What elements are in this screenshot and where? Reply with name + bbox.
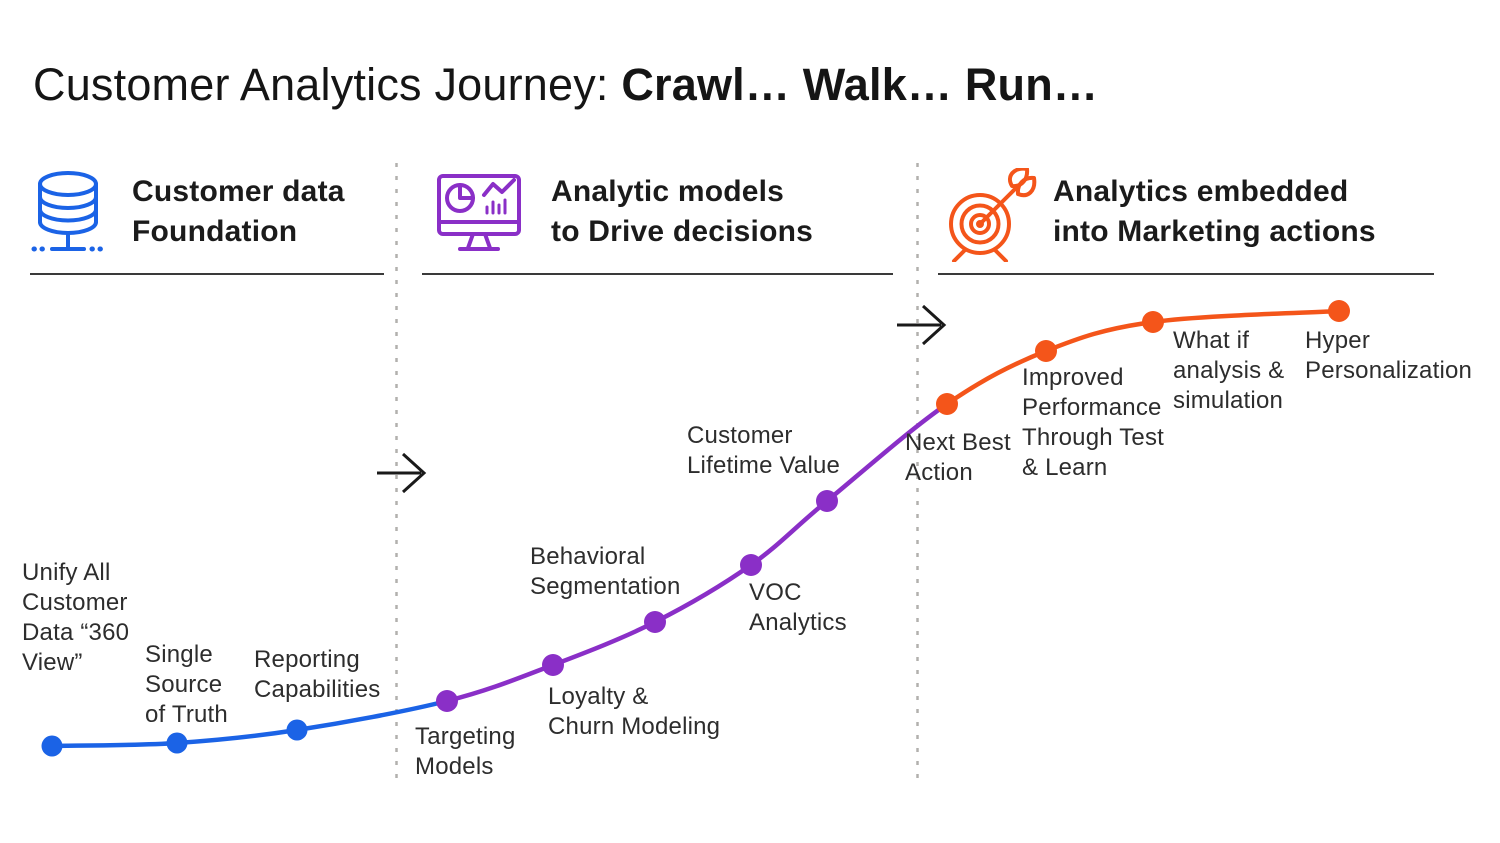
milestone-label: Unify All Customer Data “360 View” <box>22 559 130 676</box>
milestone-dot <box>436 690 458 712</box>
milestone-dot <box>166 732 188 754</box>
phase-header-crawl: Customer data Foundation <box>30 170 390 260</box>
milestone-label: Targeting Models <box>415 723 516 780</box>
milestone-dot <box>41 735 63 757</box>
milestone-dot <box>816 490 838 512</box>
milestone-label: Loyalty & Churn Modeling <box>548 683 721 740</box>
milestone-label: Single Source of Truth <box>145 641 228 728</box>
phase-underline <box>422 273 893 275</box>
journey-curve-crawl <box>49 698 450 749</box>
phase-header-run: Analytics embedded into Marketing action… <box>942 168 1442 262</box>
milestone-dot <box>542 654 564 676</box>
title-regular: Customer Analytics Journey: <box>33 59 622 110</box>
milestone-label: Customer Lifetime Value <box>687 422 841 479</box>
title-bold: Crawl… Walk… Run… <box>621 59 1099 110</box>
milestone-dot <box>1035 340 1057 362</box>
milestone-dot <box>936 393 958 415</box>
milestone-dot <box>644 611 666 633</box>
monitor-analytics-icon <box>437 174 521 251</box>
milestone-dot <box>740 554 762 576</box>
milestone-dot <box>286 719 308 741</box>
phase-title-walk: Analytic models to Drive decisions <box>551 175 814 248</box>
milestone-dot <box>1142 311 1164 333</box>
milestone-dot <box>1328 300 1350 322</box>
right-arrow-icon <box>897 304 947 346</box>
page-title: Customer Analytics Journey: Crawl… Walk…… <box>33 59 1098 111</box>
phase-header-walk: Analytic models to Drive decisions <box>436 170 896 260</box>
target-arrow-icon <box>949 168 1037 262</box>
milestone-label: Hyper Personalization <box>1305 327 1473 384</box>
database-icon <box>31 171 103 252</box>
phase-title-crawl: Customer data Foundation <box>132 175 345 248</box>
phase-underline <box>30 273 384 275</box>
phase-title-run: Analytics embedded into Marketing action… <box>1053 175 1376 248</box>
milestone-label: VOC Analytics <box>749 579 847 636</box>
journey-curve-run <box>944 308 1342 407</box>
right-arrow-icon <box>377 452 427 494</box>
milestone-label: Reporting Capabilities <box>254 646 381 703</box>
milestone-label: Improved Performance Through Test & Lear… <box>1022 364 1165 481</box>
milestone-label: Next Best Action <box>905 429 1011 486</box>
milestone-label: What if analysis & simulation <box>1173 327 1285 414</box>
milestone-label: Behavioral Segmentation <box>530 543 681 600</box>
phase-underline <box>938 273 1434 275</box>
